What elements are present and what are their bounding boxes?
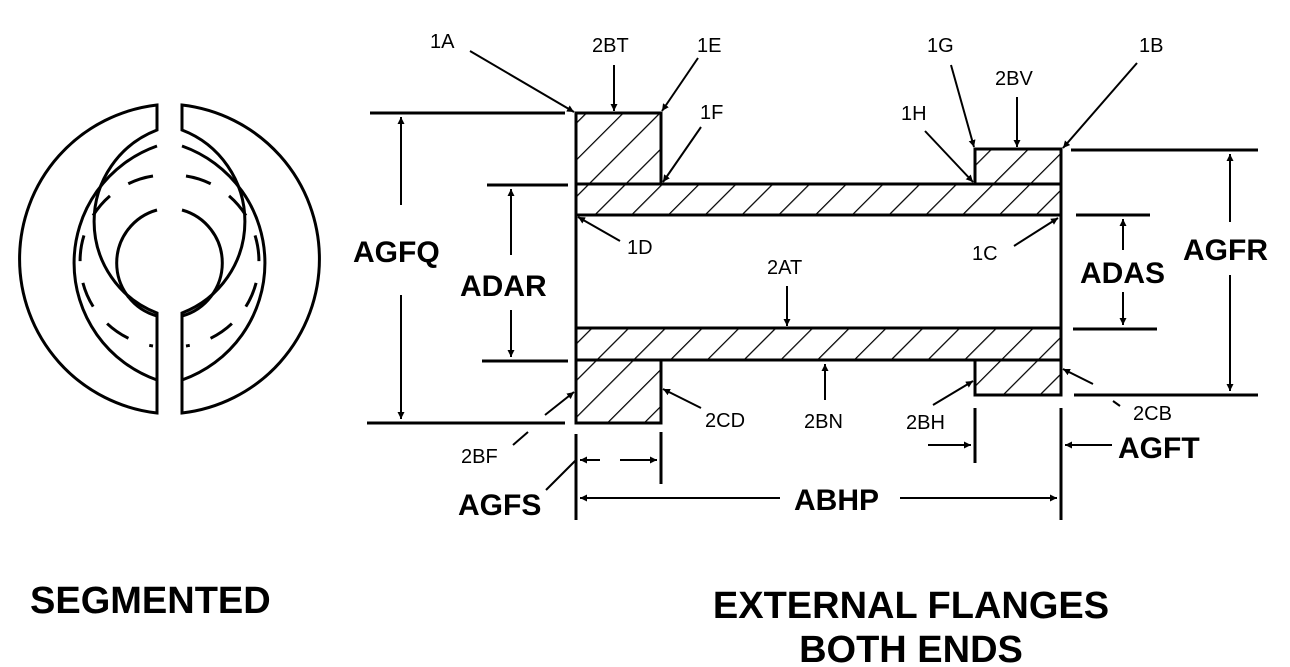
left-segment-flange-line (72, 144, 158, 382)
dim-ADAS: ADAS (1080, 257, 1165, 290)
leader-1D (577, 216, 621, 242)
right-segment-hidden-line (185, 174, 261, 348)
right-top-flange (973, 147, 1063, 186)
dim-AGFR: AGFR (1183, 234, 1268, 267)
dim-AGFS: AGFS (458, 489, 541, 522)
left-segment-outer (18, 103, 159, 415)
right-segment-flange-line (181, 144, 267, 382)
left-top-flange (574, 111, 663, 186)
leader-2BH (932, 380, 974, 406)
leader-2CD (662, 388, 702, 409)
dimension-labels: AGFQ ADAR ADAS AGFR AGFS AGFT ABHP (353, 234, 1268, 522)
cross-section (574, 111, 1063, 425)
segmented-end-view (18, 103, 321, 415)
right-segment-hole (181, 208, 224, 318)
title-segmented: SEGMENTED (30, 580, 271, 622)
callout-1E: 1E (697, 35, 721, 57)
leader-1H (924, 130, 974, 183)
titles: SEGMENTED EXTERNAL FLANGES BOTH ENDS (30, 580, 1109, 667)
dim-ABHP: ABHP (794, 484, 879, 517)
title-main-line1: EXTERNAL FLANGES (713, 585, 1109, 627)
callout-1B: 1B (1139, 35, 1163, 57)
callout-2AT: 2AT (767, 257, 802, 279)
leader-arrows (469, 50, 1138, 446)
callout-1C: 1C (972, 243, 998, 265)
top-wall (574, 182, 1063, 217)
title-main-line2: BOTH ENDS (799, 629, 1023, 667)
left-segment-hidden-line (78, 174, 154, 348)
callout-2BF: 2BF (461, 446, 498, 468)
leader-1G (950, 64, 976, 148)
right-bottom-flange (973, 358, 1063, 397)
callout-1F: 1F (700, 102, 723, 124)
leader-2CB (1062, 368, 1094, 385)
callout-2BT: 2BT (592, 35, 629, 57)
leader-2BF-tick (512, 431, 529, 446)
leader-1F (662, 126, 702, 183)
callout-2BH: 2BH (906, 412, 945, 434)
leader-1B (1062, 62, 1138, 149)
callout-1H: 1H (901, 103, 927, 125)
callout-1A: 1A (430, 31, 455, 53)
callout-labels: 1A 2BT 1E 1F 1G 1H 2BV 1B 1D 1C 2AT 2BF … (430, 31, 1172, 468)
leader-2BF (544, 391, 575, 416)
callout-1D: 1D (627, 237, 653, 259)
leader-1E (661, 57, 699, 112)
callout-2BN: 2BN (804, 411, 843, 433)
callout-1G: 1G (927, 35, 954, 57)
leader-2CB-tick (1112, 400, 1121, 407)
dim-ADAR: ADAR (460, 270, 547, 303)
leader-1C (1013, 217, 1059, 247)
left-bottom-flange (574, 358, 663, 425)
dim-AGFQ: AGFQ (353, 236, 440, 269)
leader-1A (469, 50, 575, 113)
left-segment-hole (115, 208, 158, 318)
dim-AGFT: AGFT (1118, 432, 1200, 465)
callout-2CD: 2CD (705, 410, 745, 432)
callout-2BV: 2BV (995, 68, 1033, 90)
callout-2CB: 2CB (1133, 403, 1172, 425)
dimension-lines (367, 111, 1258, 520)
bottom-wall (574, 326, 1063, 362)
right-segment-outer (180, 103, 321, 415)
